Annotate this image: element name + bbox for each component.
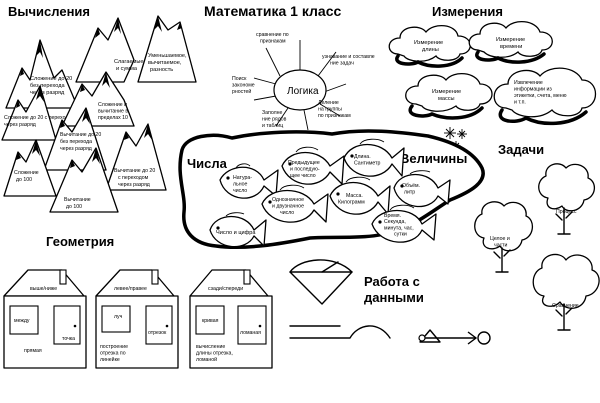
house-door-label: отрезок	[148, 330, 167, 336]
section-title-tasks: Задачи	[498, 142, 544, 157]
arrow-icon	[467, 331, 478, 345]
house-window-label: между	[14, 318, 30, 324]
logic-label: Логика	[287, 86, 319, 97]
tree-icon: Сравнение	[532, 253, 600, 331]
section-title-calculations: Вычисления	[8, 4, 90, 19]
cone-triangle-shape	[289, 271, 353, 305]
fish-icon	[281, 146, 345, 185]
small-triangle-shape	[419, 329, 441, 343]
house-base-label: прямая	[24, 348, 42, 354]
section-title-data-line2: данными	[364, 290, 424, 305]
section-title-data-line1: Работа с	[364, 274, 420, 289]
house-door-label: точка	[62, 336, 75, 342]
geometry-houses: выше/ниже между точка прямая левее/праве…	[3, 269, 273, 369]
radius-line	[321, 261, 339, 273]
sun-icon	[273, 69, 327, 111]
tree-label: Процесс	[556, 209, 577, 215]
fish-icon	[219, 163, 279, 199]
section-title-measurements: Измерения	[432, 4, 503, 19]
house-icon: выше/ниже между точка прямая	[3, 269, 87, 369]
tree-icon: Процесс	[538, 163, 595, 235]
house-door-label: ломаная	[240, 330, 261, 336]
fish-label: Время.Секунда,минута, час,сутки	[384, 213, 414, 238]
fish-label: Число и цифра	[216, 230, 256, 236]
fish-icon	[209, 212, 267, 248]
house-window-label: луч	[114, 314, 123, 320]
fish-icon	[371, 204, 437, 243]
mountain-icon: Уменьшаемое,вычитаемое,разность	[137, 15, 197, 83]
shapes-group	[289, 259, 491, 345]
section-title-quantities: Величины	[400, 151, 467, 166]
fish-icon	[343, 138, 405, 177]
fish-label: Объём.литр	[402, 183, 420, 196]
house-roof-label: выше/ниже	[30, 286, 57, 292]
section-title-numbers: Числа	[187, 156, 228, 171]
house-window-label: кривая	[202, 318, 219, 324]
tree-label: Сравнение	[552, 303, 579, 309]
page-title: Математика 1 класс	[204, 3, 342, 19]
snowflake-icon	[444, 127, 456, 139]
ray-start-icon	[418, 334, 426, 342]
fish-label: Длина.Сантиметр	[354, 154, 380, 167]
section-title-geometry: Геометрия	[46, 234, 114, 249]
arc-shape	[289, 259, 353, 273]
fish-icon	[261, 184, 329, 223]
fish-label: Масса.Килограмм	[338, 193, 365, 206]
fish-icon	[329, 176, 391, 215]
ray-end-icon	[477, 331, 491, 345]
house-roof-label: сзади/спереди	[208, 286, 243, 292]
hump-line	[289, 325, 391, 339]
mountain-label: Уменьшаемое,вычитаемое,разность	[148, 53, 187, 73]
house-roof-label: левее/правее	[114, 286, 147, 292]
snowflake-icon	[457, 129, 467, 139]
fish-icon	[393, 170, 451, 208]
